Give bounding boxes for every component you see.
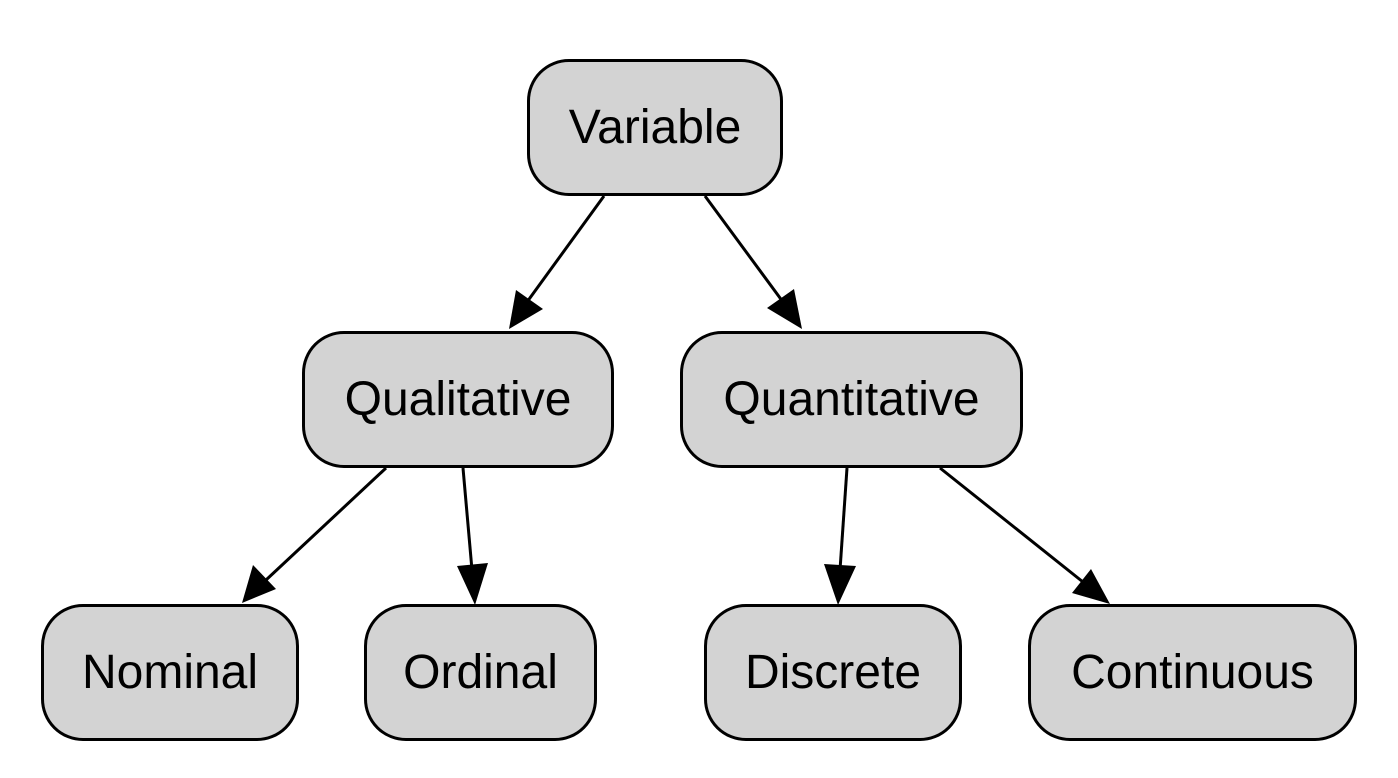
node-ordinal: Ordinal (364, 604, 597, 741)
node-qualitative-label: Qualitative (344, 373, 572, 426)
arrowhead-quantitative (767, 289, 802, 329)
node-continuous: Continuous (1028, 604, 1357, 741)
node-discrete: Discrete (704, 604, 962, 741)
arrowhead-ordinal (457, 563, 488, 605)
edge-variable-quantitative (703, 195, 785, 303)
node-continuous-label: Continuous (1071, 646, 1314, 699)
edge-quantitative-discrete (838, 467, 849, 571)
node-nominal: Nominal (41, 604, 299, 741)
node-variable: Variable (527, 59, 783, 196)
node-qualitative: Qualitative (302, 331, 614, 468)
node-nominal-label: Nominal (81, 646, 259, 699)
node-discrete-label: Discrete (744, 646, 922, 699)
node-quantitative: Quantitative (680, 331, 1023, 468)
arrowhead-qualitative (509, 290, 543, 329)
node-variable-label: Variable (568, 101, 742, 154)
edge-qualitative-nominal (264, 466, 388, 582)
edge-quantitative-continuous (939, 466, 1084, 584)
edge-qualitative-ordinal (461, 467, 474, 571)
arrowhead-nominal (242, 565, 276, 603)
node-ordinal-label: Ordinal (403, 646, 558, 699)
node-quantitative-label: Quantitative (723, 373, 980, 426)
arrowhead-continuous (1072, 569, 1110, 604)
arrowhead-discrete (824, 564, 856, 605)
edge-variable-qualitative (525, 195, 606, 303)
